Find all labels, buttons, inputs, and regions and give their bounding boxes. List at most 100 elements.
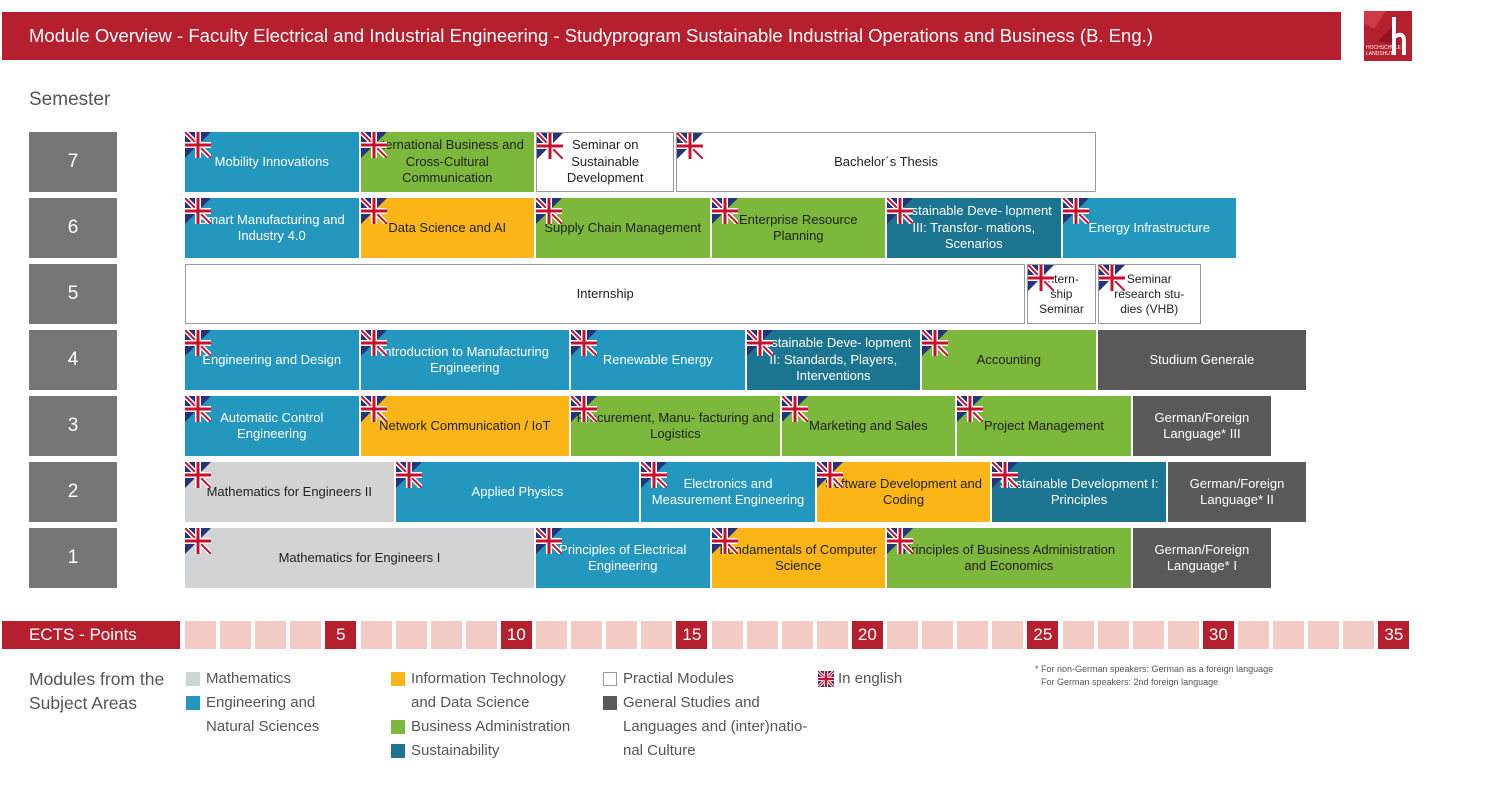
module-title: German/Foreign Language* III: [1154, 409, 1250, 442]
module-card: Supply Chain Management: [536, 198, 710, 258]
legend-label: Mathematics: [206, 670, 292, 687]
uk-flag-icon: [395, 462, 422, 488]
module-card: Automatic Control Engineering: [185, 396, 359, 456]
uk-flag-icon: [711, 528, 738, 554]
legend-label: General Studies and Languages and (inter…: [623, 694, 808, 759]
legend-item-gen: General Studies and Languages and (inter…: [603, 691, 813, 763]
module-card: Fundamentals of Computer Science: [711, 528, 885, 588]
legend-item-sus: Sustainability: [391, 739, 581, 763]
legend-swatch: [186, 672, 200, 686]
ects-mark: 20: [851, 621, 883, 649]
legend-swatch: [391, 720, 405, 734]
module-title: Sustainable Development I: Principles: [999, 475, 1159, 508]
module-title: Fundamentals of Computer Science: [719, 541, 878, 574]
module-title: Applied Physics: [471, 483, 564, 499]
logo-mark-icon: HOCHSCHULE LANDSHUT: [1364, 11, 1412, 61]
legend-swatch: [391, 672, 405, 686]
module-title: Principles of Business Administration an…: [902, 541, 1116, 574]
ects-cell: [887, 621, 918, 649]
legend-swatch: [186, 696, 200, 710]
legend-label: In english: [838, 670, 903, 687]
module-card: Sustainable Development I: Principles: [992, 462, 1166, 522]
module-title: Studium Generale: [1149, 351, 1255, 367]
uk-flag-icon: [1098, 265, 1125, 291]
semester-heading: Semester: [29, 89, 111, 110]
module-title: Principles of Electrical Engineering: [559, 541, 687, 574]
university-logo: HOCHSCHULE LANDSHUT: [1364, 11, 1412, 61]
module-card: Bachelor´s Thesis: [676, 132, 1096, 192]
ects-cell: [185, 621, 216, 649]
ects-cell: [922, 621, 954, 649]
module-title: Project Management: [983, 417, 1104, 433]
semester-label-6: 6: [29, 198, 117, 258]
module-title: Internship: [576, 285, 634, 301]
module-card: Applied Physics: [395, 462, 640, 522]
module-card: Smart Manufacturing and Industry 4.0: [185, 198, 359, 258]
uk-flag-icon: [537, 133, 563, 159]
footnote-line-1: * For non-German speakers: German as a f…: [1035, 664, 1274, 674]
ects-cell: [1132, 621, 1164, 649]
legend-item-math: Mathematics: [186, 667, 376, 691]
module-title: Introduction to Manufacturing Engineerin…: [380, 343, 549, 376]
uk-flag-icon: [185, 330, 211, 356]
module-title: Accounting: [976, 351, 1041, 367]
ects-cell: [360, 621, 392, 649]
uk-flag-icon: [1062, 198, 1089, 224]
module-title: Electronics and Measurement Engineering: [651, 475, 805, 508]
module-title: Renewable Energy: [602, 351, 713, 367]
semester-label-4: 4: [29, 330, 117, 390]
uk-flag-icon: [571, 396, 598, 422]
module-card: Studium Generale: [1097, 330, 1307, 390]
module-card: Principles of Business Administration an…: [887, 528, 1131, 588]
footnote-line-2: For German speakers: 2nd foreign languag…: [1041, 677, 1219, 687]
module-card: German/Foreign Language* III: [1132, 396, 1272, 456]
uk-flag-icon: [185, 396, 211, 422]
page-title: Module Overview - Faculty Electrical and…: [29, 25, 1153, 46]
uk-flag-icon: [185, 198, 211, 224]
module-card: Introduction to Manufacturing Engineerin…: [360, 330, 570, 390]
module-title: Network Communication / IoT: [379, 417, 551, 433]
uk-flag-icon: [360, 330, 387, 356]
module-card: Project Management: [957, 396, 1131, 456]
legend-label: Practial Modules: [623, 670, 734, 687]
semester-label-2: 2: [29, 462, 117, 522]
ects-cell: [1062, 621, 1094, 649]
uk-flag-icon: [185, 462, 211, 488]
legend-swatch: [603, 696, 617, 710]
ects-cell: [1097, 621, 1129, 649]
legend-item-prac: Practial Modules: [603, 667, 803, 691]
module-title: International Business and Cross-Cultura…: [370, 137, 524, 186]
module-card: Principles of Electrical Engineering: [536, 528, 710, 588]
ects-cell: [1238, 621, 1269, 649]
legend-item-it: Information Technology and Data Science: [391, 667, 581, 715]
ects-cell: [746, 621, 778, 649]
uk-flag-icon: [571, 330, 598, 356]
module-card: Enterprise Resource Planning: [711, 198, 885, 258]
ects-cell: [290, 621, 322, 649]
uk-flag-icon: [957, 396, 984, 422]
ects-mark: 30: [1202, 621, 1234, 649]
uk-flag-icon: [922, 330, 949, 356]
semester-label-7: 7: [29, 132, 117, 192]
ects-cell: [395, 621, 427, 649]
legend-label: Information Technology and Data Science: [411, 670, 566, 711]
module-title: Seminar research stu- dies (VHB): [1114, 271, 1185, 316]
uk-flag-icon: [360, 396, 387, 422]
ects-cell: [255, 621, 287, 649]
legend-item-bus: Business Administration: [391, 715, 581, 739]
uk-flag-icon: [887, 528, 913, 554]
uk-flag-icon: [816, 462, 843, 488]
semester-label-3: 3: [29, 396, 117, 456]
module-card: Engineering and Design: [185, 330, 359, 390]
module-card: Seminar research stu- dies (VHB): [1097, 264, 1201, 324]
module-card: International Business and Cross-Cultura…: [360, 132, 534, 192]
module-title: Engineering and Design: [202, 351, 342, 367]
legend-item-eng: Engineering and Natural Sciences: [186, 691, 336, 739]
module-card: Energy Infrastructure: [1062, 198, 1236, 258]
module-title: Supply Chain Management: [544, 219, 702, 235]
uk-flag-icon: [677, 133, 704, 159]
legend-swatch: [391, 744, 405, 758]
module-card: Electronics and Measurement Engineering: [641, 462, 815, 522]
module-card: Procurement, Manu- facturing and Logisti…: [571, 396, 780, 456]
module-title: Software Development and Coding: [825, 475, 982, 508]
